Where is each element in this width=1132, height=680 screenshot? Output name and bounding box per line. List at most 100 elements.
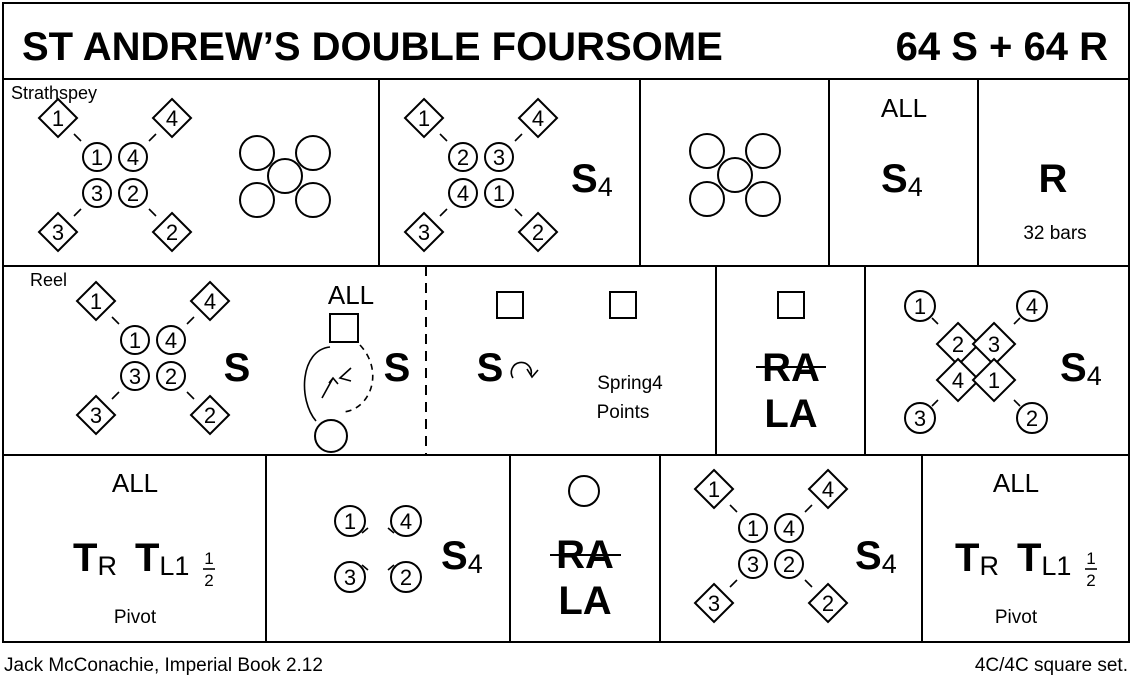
svg-text:2: 2 [822,591,834,616]
dancer-square [609,291,637,319]
svg-text:3: 3 [90,403,102,428]
dancer-diamond: 1 [75,280,117,322]
dancer-diamond: 4 [189,280,231,322]
dancer-circle: 2 [448,142,478,172]
spring-note: Spring4 [597,373,663,394]
svg-text:2: 2 [457,145,469,170]
dancer-diamond: 1 [971,357,1017,403]
row-label-reel: Reel [30,270,67,290]
svg-text:2: 2 [1026,406,1038,431]
svg-text:4: 4 [166,106,178,131]
svg-text:2: 2 [204,403,216,428]
svg-text:3: 3 [914,406,926,431]
svg-text:3: 3 [418,220,430,245]
dancer-circle: 4 [448,178,478,208]
dancer-circle: 3 [484,142,514,172]
figure-setting: S [384,346,411,390]
figure-setting: S [477,346,504,390]
dancer-diamond: 2 [151,211,193,253]
dancer-diamond: 4 [807,468,849,510]
svg-text:4: 4 [783,516,795,541]
dancer-circle: 2 [390,561,422,593]
svg-text:2: 2 [783,552,795,577]
dancer-diamond: 4 [517,97,559,139]
svg-text:1: 1 [747,516,759,541]
svg-text:3: 3 [747,552,759,577]
dancer-circle: 3 [120,361,150,391]
figure-setting: S4 [1060,346,1102,391]
dancer-circle: 2 [1016,402,1048,434]
dancer-circle: 1 [334,505,366,537]
svg-text:4: 4 [457,181,469,206]
svg-text:3: 3 [344,565,356,590]
all-label: ALL [881,93,927,123]
dancer-diamond: 2 [935,321,981,367]
figure-setting: S4 [855,534,897,579]
points-note: Points [597,402,650,423]
fraction-numerator: 1 [1086,549,1095,568]
dancer-diamond: 3 [75,394,117,436]
fraction-denominator: 2 [1086,571,1095,590]
dancer-circle: 4 [1016,290,1048,322]
dancer-circle: 1 [738,513,768,543]
dancer-circle: 4 [390,505,422,537]
svg-text:3: 3 [52,220,64,245]
row-label-strathspey: Strathspey [11,83,97,103]
dancer-circle: 3 [82,178,112,208]
dancer-diamond: 2 [807,582,849,624]
figure-setting: S [224,346,251,390]
svg-text:2: 2 [166,220,178,245]
figure-setting: S4 [441,534,483,579]
svg-text:2: 2 [127,181,139,206]
dancer-diamond: 3 [693,582,735,624]
dance-path-around [303,313,374,453]
grid [2,2,1130,643]
left-hands-across: LA [764,392,817,436]
figure-reel: R [1039,157,1068,201]
dancer-circle: 3 [738,549,768,579]
svg-text:3: 3 [493,145,505,170]
dancer-circle: 2 [774,549,804,579]
svg-text:1: 1 [129,328,141,353]
bars-and-tempo: 64 S + 64 R [896,25,1108,69]
svg-text:1: 1 [344,509,356,534]
svg-text:1: 1 [988,368,1000,393]
dancer-diamond: 3 [403,211,445,253]
bars-note: 32 bars [1023,223,1086,244]
svg-text:2: 2 [952,332,964,357]
svg-text:1: 1 [52,106,64,131]
svg-text:4: 4 [127,145,139,170]
left-hands-across: LA [558,579,611,623]
dancer-diamond: 1 [403,97,445,139]
svg-text:4: 4 [400,509,412,534]
dancer-circle: 3 [904,402,936,434]
dancer-circle: 2 [156,361,186,391]
source-credit: Jack McConachie, Imperial Book 2.12 [4,655,323,676]
svg-text:3: 3 [91,181,103,206]
pivot-note: Pivot [114,607,157,628]
circle-of-four [239,135,331,218]
dancer-diamond: 3 [37,211,79,253]
dancer-diamond: 4 [935,357,981,403]
all-label: ALL [328,280,374,310]
dancer-square [496,291,524,319]
turn-arrow-icon [510,361,539,379]
dancer-diamond: 1 [37,97,79,139]
dancer-circle: 3 [334,561,366,593]
svg-text:2: 2 [165,364,177,389]
svg-text:1: 1 [493,181,505,206]
dancer-circle [568,475,600,507]
svg-text:4: 4 [822,477,834,502]
dancer-diamond: 4 [151,97,193,139]
dancer-circle: 1 [82,142,112,172]
fraction-denominator: 2 [204,571,213,590]
dancer-square [777,291,805,319]
dancer-circle: 1 [484,178,514,208]
all-label: ALL [112,468,158,498]
dancer-circle: 1 [904,290,936,322]
